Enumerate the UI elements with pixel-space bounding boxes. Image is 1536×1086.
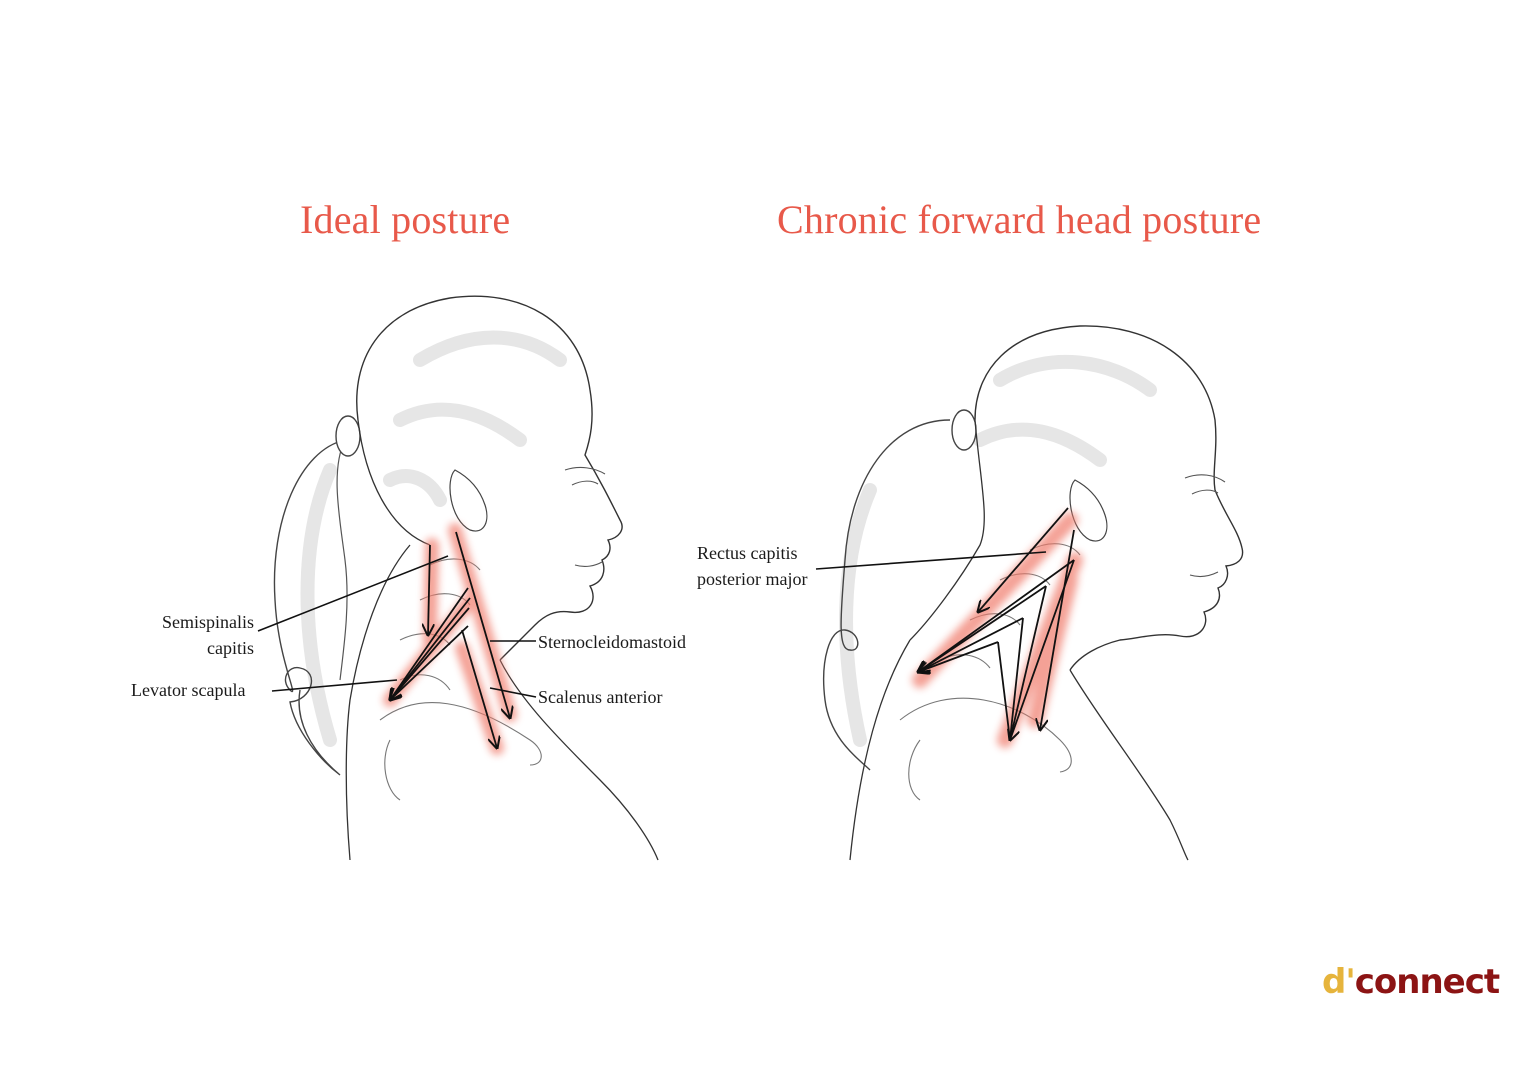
muscle-arrows [918, 507, 1075, 740]
hair-tie [335, 415, 361, 457]
label-rectus-capitis-posterior-major: Rectus capitis posterior major [697, 540, 807, 592]
head-outline [356, 295, 623, 661]
label-rectus-line1: Rectus capitis [697, 543, 798, 563]
label-semispinalis-capitis: Semispinalis capitis [140, 609, 254, 661]
label-leader-lines [815, 551, 1047, 570]
ear [449, 469, 488, 532]
muscle-arrows [390, 531, 510, 748]
eyebrow [564, 466, 606, 475]
hair-shading [300, 330, 567, 747]
ideal-posture-figure [257, 295, 659, 861]
logo-prefix: d' [1322, 962, 1356, 1002]
label-scalenus-anterior: Scalenus anterior [538, 687, 663, 707]
label-levator-scapula: Levator scapula [131, 680, 246, 700]
eye [1191, 489, 1219, 495]
head-outline [974, 325, 1244, 671]
ear [1069, 479, 1108, 542]
forward-head-posture-figure [815, 325, 1244, 861]
ideal-posture-title: Ideal posture [300, 197, 511, 242]
eyebrow [1184, 474, 1226, 483]
label-rectus-line2: posterior major [697, 569, 808, 589]
label-semispinalis-line1: Semispinalis [161, 612, 254, 632]
dconnect-logo: d'connect [1322, 962, 1500, 1002]
label-semispinalis-line2: capitis [207, 638, 254, 658]
hair-tie [951, 409, 977, 451]
ponytail-outline [823, 419, 951, 771]
muscle-highlights [383, 523, 517, 755]
muscle-highlights [912, 512, 1083, 748]
eye [571, 480, 599, 486]
forward-head-posture-title: Chronic forward head posture [777, 197, 1262, 242]
hair-shading [839, 354, 1157, 747]
label-sternocleidomastoid: Sternocleidomastoid [538, 632, 686, 652]
ponytail-outline [273, 439, 346, 776]
label-leader-lines [257, 555, 537, 698]
logo-suffix: connect [1354, 962, 1500, 1002]
mouth [574, 561, 603, 567]
mouth [1189, 571, 1219, 577]
